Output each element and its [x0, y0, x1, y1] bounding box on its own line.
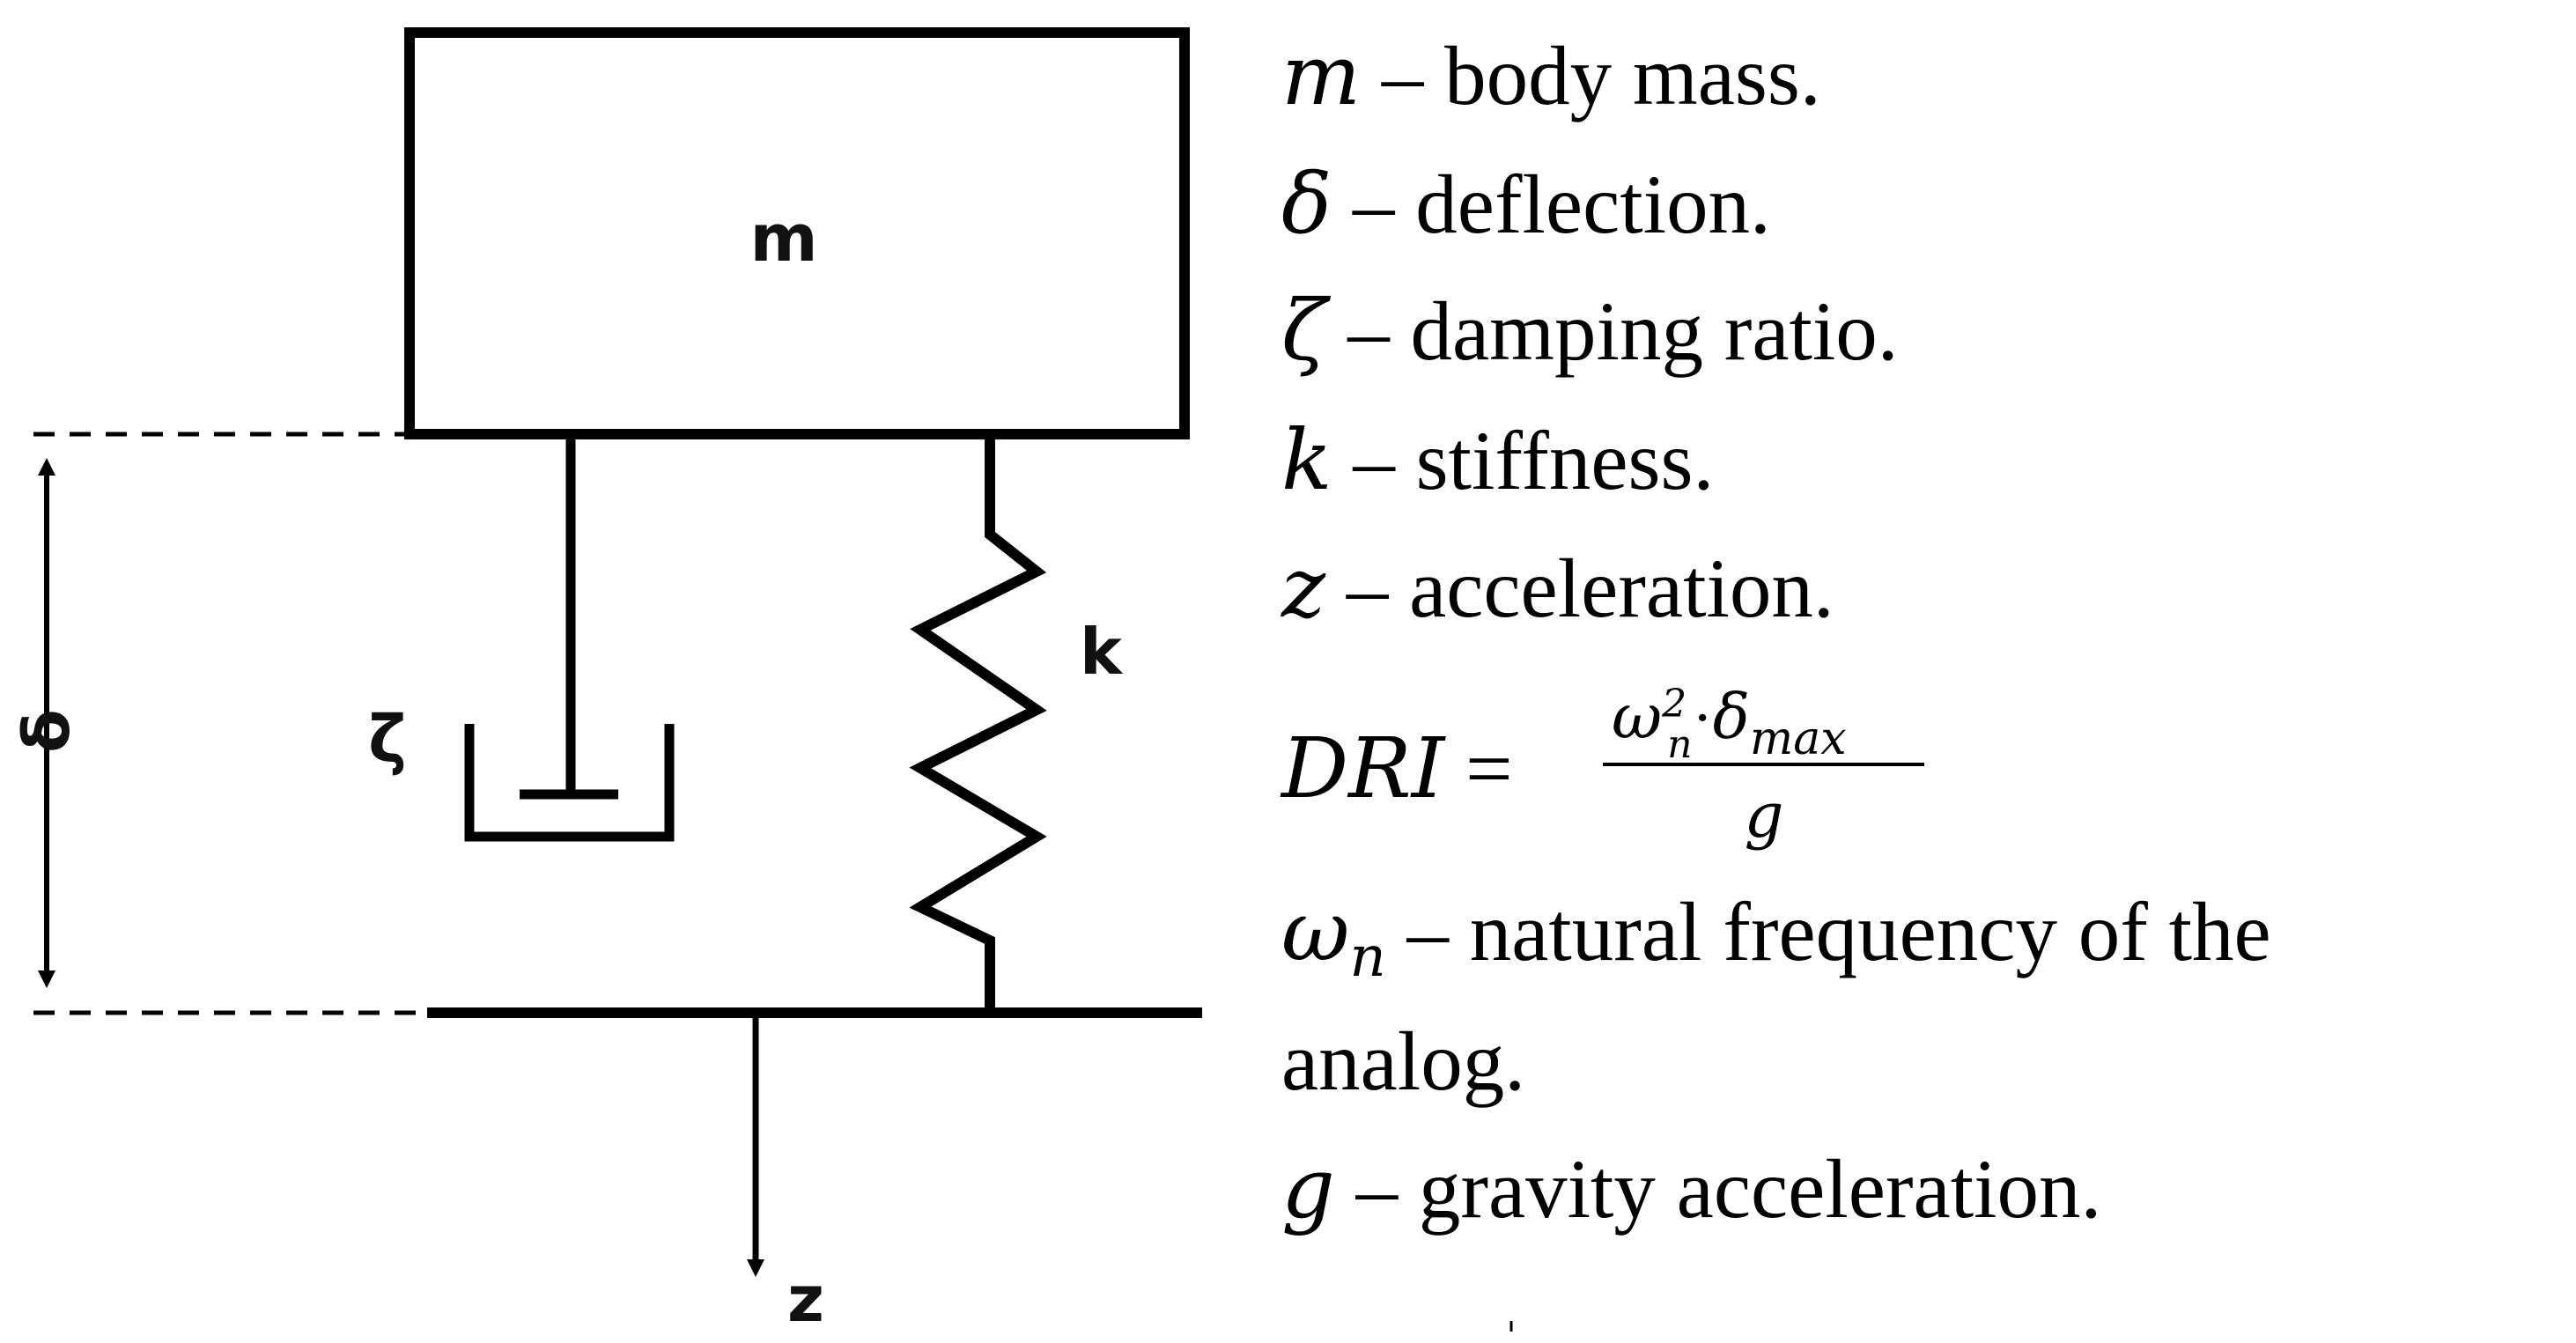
- symbol-zeta: ζ: [1281, 283, 1332, 380]
- dash: –: [1332, 414, 1416, 507]
- symbol-m: m: [1281, 27, 1361, 124]
- dash: –: [1325, 542, 1409, 635]
- legend: m – body mass. δ – deflection. ζ – dampi…: [1280, 27, 2271, 1237]
- legend-item-mass: m – body mass.: [1281, 27, 1821, 124]
- deflection-label: δ: [10, 709, 84, 752]
- symbol-z: z: [1281, 540, 1326, 637]
- legend-text-stiffness: stiffness.: [1416, 414, 1715, 507]
- legend-item-gravity: g – gravity acceleration.: [1281, 1140, 2101, 1237]
- legend-item-acceleration: z – acceleration.: [1281, 540, 1834, 637]
- legend-text-damping: damping ratio.: [1411, 284, 1899, 378]
- num-sup: 2: [1661, 682, 1687, 727]
- symbol-omega: ω: [1281, 883, 1349, 980]
- legend-text-acceleration: acceleration.: [1409, 542, 1834, 635]
- damper-label: ζ: [368, 702, 407, 778]
- dash: –: [1327, 284, 1411, 378]
- legend-item-deflection: δ – deflection.: [1281, 156, 1771, 253]
- dash: –: [1361, 29, 1444, 122]
- num-delta-sub: max: [1750, 712, 1847, 765]
- symbol-g: g: [1281, 1140, 1335, 1237]
- legend-item-natural-frequency-cont: analog.: [1281, 1015, 1525, 1108]
- symbol-k: k: [1281, 412, 1332, 509]
- dri-denominator: g: [1745, 779, 1784, 852]
- dash: –: [1335, 1142, 1419, 1236]
- spring-label: k: [1080, 615, 1124, 689]
- legend-text-deflection: deflection.: [1415, 158, 1771, 251]
- num-delta: δ: [1713, 681, 1750, 753]
- num-omega: ω: [1612, 681, 1662, 753]
- equals-sign: =: [1444, 722, 1512, 815]
- svg-text:DRI =: DRI =: [1280, 720, 1513, 817]
- dash: –: [1332, 158, 1415, 251]
- legend-item-stiffness: k – stiffness.: [1281, 412, 1714, 509]
- legend-item-damping: ζ – damping ratio.: [1281, 283, 1899, 380]
- symbol-omega-sub: n: [1349, 925, 1385, 990]
- dash: –: [1386, 885, 1470, 978]
- legend-text-gravity: gravity acceleration.: [1419, 1142, 2101, 1236]
- num-sub: n: [1667, 722, 1692, 767]
- legend-item-natural-frequency: ωn – natural frequency of the: [1281, 883, 2271, 990]
- acceleration-label: z: [787, 1262, 824, 1336]
- mass-block: [404, 27, 1190, 439]
- num-dot: ·: [1692, 684, 1712, 752]
- spring: [909, 434, 1047, 1013]
- symbol-delta: δ: [1281, 156, 1332, 253]
- legend-text-mass: body mass.: [1444, 29, 1821, 122]
- dri-lhs: DRI: [1280, 720, 1447, 817]
- damper-cylinder: [464, 724, 675, 842]
- legend-text-natural-frequency: natural frequency of the: [1470, 885, 2271, 978]
- mass-label: m: [749, 201, 817, 277]
